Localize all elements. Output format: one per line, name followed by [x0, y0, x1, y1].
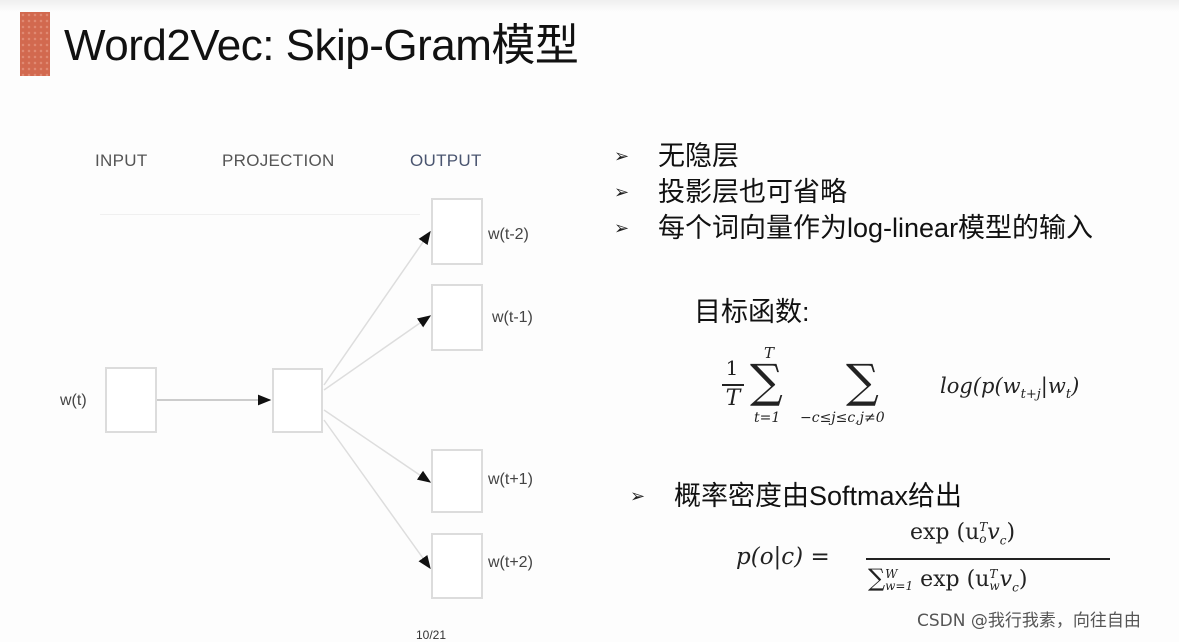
sum1-symbol: ∑ [750, 354, 783, 408]
sum1-lower: t=1 [754, 410, 781, 426]
softmax-bullet: ➢ 概率密度由Softmax给出 [630, 478, 962, 514]
subscript: t+j [1020, 387, 1041, 403]
exp-term: exp (u [920, 567, 990, 592]
sum2-lower: −c≤j≤c,j≠0 [800, 410, 885, 426]
projection-header: PROJECTION [222, 151, 335, 170]
title-accent-bar [20, 12, 50, 76]
output-word-label: w(t-2) [488, 226, 529, 243]
subscript: t [1065, 387, 1072, 403]
subscript: w [989, 579, 1000, 593]
slide-title: Word2Vec: Skip-Gram模型 [64, 21, 579, 70]
skip-gram-diagram [105, 198, 483, 599]
bullet-item: ➢ 投影层也可省略 [614, 174, 1093, 210]
bullet-arrow-icon: ➢ [614, 182, 630, 202]
bullet-text: 每个词向量作为log-linear模型的输入 [658, 213, 1094, 243]
input-word-label: w(t) [60, 392, 87, 409]
bullet-text: 投影层也可省略 [658, 177, 847, 207]
output-node-t+2 [431, 533, 483, 599]
superscript: T [979, 520, 988, 534]
sum-symbol: ∑ [868, 564, 886, 592]
sum1-upper: T [764, 344, 775, 362]
subscript: w=1 [885, 579, 914, 593]
watermark: CSDN @我行我素，向往自由 [917, 611, 1141, 631]
bullet-item: ➢ 无隐层 [614, 138, 1093, 174]
log-term: log(p(w [940, 374, 1021, 398]
exp-term: exp (u [910, 520, 980, 545]
output-word-label: w(t+2) [488, 554, 533, 571]
output-word-label: w(t-1) [492, 309, 533, 326]
superscript: T [989, 567, 998, 581]
output-node-t-1 [431, 284, 483, 351]
fraction-num: 1 [725, 356, 739, 380]
close-paren: ) [1018, 567, 1028, 592]
softmax-label: 概率密度由Softmax给出 [674, 481, 963, 511]
objective-label: 目标函数: [694, 297, 810, 327]
superscript: W [885, 567, 898, 581]
output-header: OUTPUT [410, 151, 482, 170]
bullet-item: ➢ 每个词向量作为log-linear模型的输入 [614, 210, 1093, 246]
bullet-list: ➢ 无隐层 ➢ 投影层也可省略 ➢ 每个词向量作为log-linear模型的输入 [614, 138, 1093, 246]
v-term: v [987, 520, 1000, 545]
bullet-arrow-icon: ➢ [614, 146, 630, 166]
softmax-fraction-bar [866, 558, 1110, 560]
given-term: |w [1040, 374, 1066, 398]
fraction-bar [722, 384, 744, 386]
close-paren: ) [1006, 520, 1016, 545]
sum2-symbol: ∑ [846, 354, 879, 408]
top-band [0, 0, 1179, 12]
bullet-text: 无隐层 [658, 141, 739, 171]
input-header: INPUT [95, 151, 148, 170]
output-node-t-2 [431, 198, 483, 265]
subscript: c [1012, 580, 1019, 595]
objective-body: log(p(wt+j|wt) [940, 374, 1079, 402]
subscript: o [979, 532, 987, 546]
objective-formula: 1 T T ∑ t=1 ∑ −c≤j≤c,j≠0 log(p(wt+j|wt) [718, 344, 1138, 436]
output-word-label: w(t+1) [488, 471, 533, 488]
subscript: c [999, 533, 1007, 548]
edge-to-t+1 [323, 409, 432, 483]
bullet-arrow-icon: ➢ [614, 218, 630, 238]
fraction-den: T [725, 386, 741, 411]
bullet-arrow-icon: ➢ [630, 486, 646, 506]
page-number: 10/21 [416, 628, 447, 642]
v-term: v [999, 567, 1013, 592]
edge-to-t-1 [323, 315, 432, 391]
projection-node [272, 368, 323, 433]
close-paren: ) [1071, 374, 1080, 398]
edge-to-t-2 [323, 230, 431, 386]
output-node-t+1 [431, 449, 483, 513]
edge-to-t+2 [323, 419, 431, 570]
softmax-lhs: p(o|c) = [736, 544, 830, 570]
divider [100, 214, 420, 215]
input-node [105, 367, 157, 433]
